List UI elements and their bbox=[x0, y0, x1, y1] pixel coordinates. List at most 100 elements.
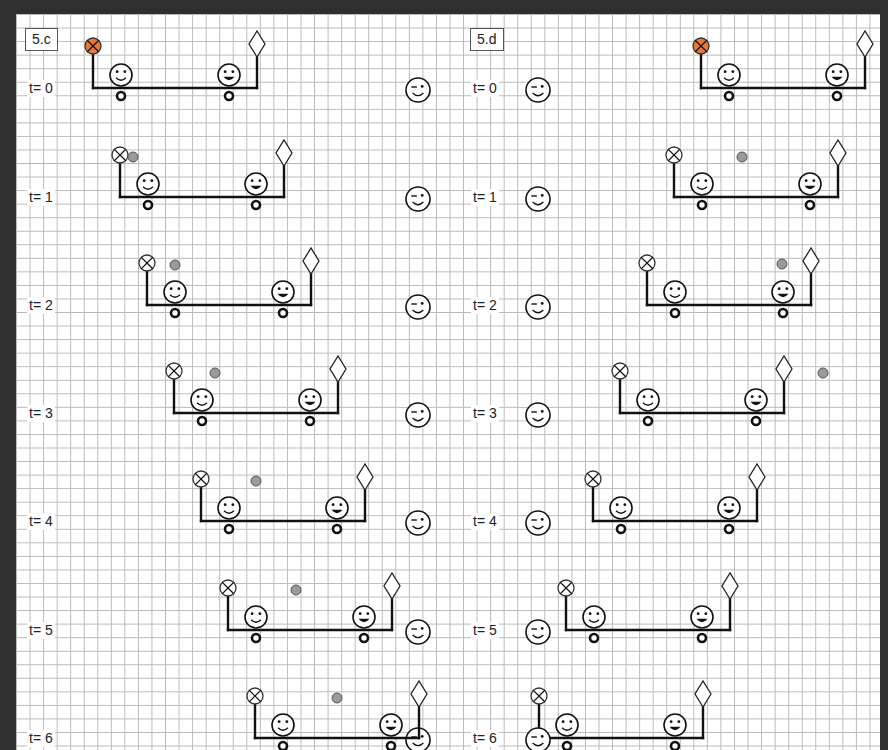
smiley-eye bbox=[123, 70, 126, 73]
cross-circle-marker bbox=[560, 582, 571, 593]
smiley-mouth bbox=[643, 403, 653, 405]
smiley-eye bbox=[412, 86, 416, 87]
smiley-eye bbox=[589, 612, 592, 615]
smiley-eye bbox=[251, 179, 254, 182]
smiley-mouth bbox=[413, 202, 424, 205]
grey-ball bbox=[170, 260, 180, 270]
cart-wheel bbox=[252, 201, 260, 209]
smiley-mouth bbox=[533, 526, 544, 529]
cart-left-post bbox=[673, 163, 675, 197]
smiley-eye bbox=[569, 720, 572, 723]
cross-circle-marker bbox=[666, 147, 682, 163]
cart-right-post bbox=[310, 274, 312, 305]
cart-wheel bbox=[225, 92, 233, 100]
smiley-mouth bbox=[224, 511, 234, 513]
smiley-mouth bbox=[143, 187, 153, 189]
smiley-eye bbox=[670, 720, 673, 723]
panel-title: 5.d bbox=[477, 31, 497, 48]
smiley-face bbox=[718, 64, 740, 86]
smiley-eye bbox=[758, 395, 761, 398]
smiley-eye bbox=[204, 395, 207, 398]
cart-platform bbox=[255, 737, 419, 739]
smiley-eye bbox=[616, 503, 619, 506]
cross-circle-marker bbox=[533, 690, 544, 701]
cart-wheel bbox=[333, 525, 341, 533]
cart-wheel bbox=[752, 417, 760, 425]
smiley-mouth bbox=[670, 295, 680, 297]
cart-wheel bbox=[833, 92, 841, 100]
diamond-marker bbox=[303, 248, 319, 274]
time-step-label: t= 2 bbox=[27, 297, 55, 314]
smiley-face bbox=[526, 728, 550, 750]
smiley-face bbox=[272, 714, 294, 736]
smiley-eye bbox=[278, 287, 281, 290]
smiley-face bbox=[664, 281, 686, 303]
smiley-eye bbox=[541, 627, 544, 630]
cart-wheel bbox=[225, 525, 233, 533]
cart-platform bbox=[93, 87, 257, 89]
smiley-mouth bbox=[413, 635, 424, 638]
time-step-label: t= 4 bbox=[471, 513, 499, 530]
smiley-eye bbox=[150, 179, 153, 182]
cross-circle-marker bbox=[614, 365, 625, 376]
smiley-eye bbox=[704, 179, 707, 182]
cross-circle-marker bbox=[560, 582, 571, 593]
cross-circle-marker bbox=[114, 149, 125, 160]
grey-ball bbox=[777, 259, 787, 269]
cross-circle-marker bbox=[141, 257, 152, 268]
cart-right-post bbox=[729, 599, 731, 630]
smiley-eye bbox=[421, 627, 424, 630]
smiley-eye bbox=[421, 302, 424, 305]
cart-wheel bbox=[360, 634, 368, 642]
smiley-face bbox=[526, 511, 550, 535]
cross-circle-marker bbox=[695, 40, 706, 51]
smiley-eye bbox=[541, 302, 544, 305]
smiley-eye bbox=[258, 179, 261, 182]
smiley-eye bbox=[724, 70, 727, 73]
smiley-eye bbox=[224, 503, 227, 506]
cart-left-post bbox=[173, 379, 175, 413]
cart-platform bbox=[147, 304, 311, 306]
smiley-eye bbox=[421, 410, 424, 413]
diamond-marker bbox=[695, 681, 711, 707]
time-step-label: t= 0 bbox=[471, 80, 499, 97]
cart-left-post bbox=[619, 379, 621, 413]
smiley-eye bbox=[412, 628, 416, 629]
smiley-eye bbox=[778, 287, 781, 290]
diamond-marker bbox=[830, 140, 846, 166]
smiley-eye bbox=[785, 287, 788, 290]
smiley-face bbox=[691, 173, 713, 195]
smiley-face bbox=[526, 403, 550, 427]
cross-circle-marker bbox=[249, 690, 260, 701]
smiley-face bbox=[718, 497, 740, 519]
cart-wheel bbox=[779, 309, 787, 317]
smiley-face bbox=[218, 64, 240, 86]
smiley-mouth bbox=[533, 418, 544, 421]
smiley-mouth bbox=[251, 620, 261, 622]
grey-ball bbox=[291, 585, 301, 595]
cart-platform bbox=[620, 412, 784, 414]
smiley-face bbox=[164, 281, 186, 303]
diamond-marker bbox=[276, 140, 292, 166]
smiley-eye bbox=[532, 736, 536, 737]
smiley-eye bbox=[832, 70, 835, 73]
time-step-label: t= 1 bbox=[471, 189, 499, 206]
cart-platform bbox=[228, 629, 392, 631]
cross-circle-marker bbox=[614, 365, 625, 376]
diamond-marker bbox=[722, 573, 738, 599]
smiley-face bbox=[406, 403, 430, 427]
cross-circle-marker bbox=[247, 688, 263, 704]
smiley-eye bbox=[731, 70, 734, 73]
smiley-mouth bbox=[305, 402, 316, 406]
smiley-face bbox=[610, 497, 632, 519]
smiley-mouth bbox=[170, 295, 180, 297]
smiley-face bbox=[110, 64, 132, 86]
smiley-face bbox=[380, 714, 402, 736]
cart-platform bbox=[120, 196, 284, 198]
cross-circle-marker bbox=[641, 257, 652, 268]
smiley-eye bbox=[339, 503, 342, 506]
smiley-face bbox=[772, 281, 794, 303]
cart-right-post bbox=[256, 57, 258, 88]
smiley-face bbox=[406, 620, 430, 644]
